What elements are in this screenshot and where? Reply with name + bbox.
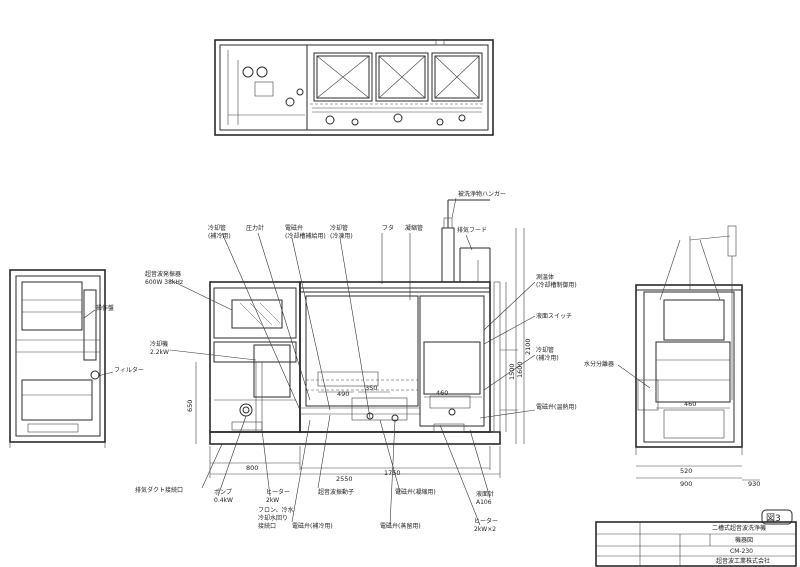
label-cooling-pipe-right-sub: (補冷用) — [536, 354, 559, 362]
label-pipe-note-2: 冷却水回り — [258, 514, 288, 522]
sheet-mark-text: 図3 — [766, 513, 781, 524]
dim-900: 900 — [680, 480, 692, 488]
label-solenoid-valve-bottom-2: 電磁弁(凝縮用) — [395, 488, 436, 496]
label-heater-right: ヒーター — [474, 517, 498, 525]
callout-labels: 冷却管 (補冷用) 圧力計 電磁弁 (冷却槽補給用) 冷却管 (冷凍用) フタ … — [96, 190, 614, 533]
dim-800: 800 — [246, 464, 258, 472]
label-solenoid-valve-bottom-1: 電磁弁(補冷用) — [292, 522, 333, 530]
dim-520: 520 — [680, 467, 692, 475]
label-filter: フィルター — [114, 366, 144, 374]
dim-930: 930 — [748, 480, 760, 488]
label-cooling-pipe-2-sub: (冷凍用) — [330, 232, 353, 240]
dim-1750: 1750 — [384, 469, 401, 477]
leader-lines — [83, 197, 651, 526]
title-line-1: 二槽式超音波洗浄機 — [712, 524, 766, 532]
label-control-panel: 操作盤 — [96, 304, 114, 312]
label-refrigerator: 冷却機 — [150, 340, 168, 348]
dim-350: 350 — [365, 384, 377, 392]
label-temperature-sensor: 測温体 — [536, 273, 554, 281]
dim-2100: 2100 — [524, 338, 532, 355]
dim-460-side: 460 — [684, 400, 696, 408]
dim-650: 650 — [186, 400, 194, 412]
label-level-gauge: 液面計 — [476, 490, 494, 498]
dim-490: 490 — [337, 390, 349, 398]
label-cooling-pipe-top: 冷却管 — [208, 224, 226, 232]
sheet-mark: 図3 — [761, 509, 793, 525]
label-exhaust-duct-port: 排気ダクト接続口 — [135, 486, 183, 494]
label-work-hanger: 被洗浄物ハンガー — [458, 190, 506, 198]
label-exhaust-hood: 排気フード — [457, 226, 487, 234]
label-condenser-pipe: 凝縮管 — [405, 224, 423, 232]
label-solenoid-valve-right: 電磁弁(温熱用) — [536, 403, 577, 411]
label-level-switch: 液面スイッチ — [536, 312, 572, 320]
label-solenoid-valve-top-sub: (冷却槽補給用) — [285, 232, 326, 240]
label-ultrasonic-generator-spec: 600W 38kHz — [145, 279, 183, 286]
label-water-separator: 水分分離器 — [584, 360, 614, 368]
right-side-view — [635, 225, 743, 455]
dim-460-front: 460 — [436, 389, 448, 397]
label-cooling-pipe-2: 冷却管 — [330, 224, 348, 232]
drawing-number: CM-230 — [730, 548, 753, 555]
label-ultrasonic-generator: 超音波発振器 — [145, 270, 181, 278]
label-refrigerator-spec: 2.2kW — [150, 349, 169, 356]
label-temperature-sensor-sub: (冷却槽制御用) — [536, 281, 577, 289]
dim-1600: 1600 — [516, 361, 524, 378]
company-name: 超音波工業株式会社 — [716, 557, 770, 565]
label-solenoid-valve-top: 電磁弁 — [285, 224, 303, 232]
plan-view — [214, 39, 494, 136]
label-pump-spec: 0.4kW — [214, 497, 233, 504]
label-heater-center: ヒーター — [266, 488, 290, 496]
label-solenoid-valve-bottom-3: 電磁弁(蒸留用) — [380, 522, 421, 530]
label-ultrasonic-transducer: 超音波振動子 — [318, 488, 354, 496]
left-side-view — [9, 269, 106, 448]
label-pump: ポンプ — [214, 488, 232, 496]
title-block: 二槽式超音波洗浄機 機器図 CM-230 超音波工業株式会社 — [595, 521, 797, 567]
label-pipe-note-3: 接続口 — [258, 522, 276, 530]
front-view — [209, 199, 518, 445]
label-lid: フタ — [382, 224, 394, 232]
label-level-gauge-spec: A106 — [476, 499, 492, 506]
label-cooling-pipe-top-sub: (補冷用) — [208, 232, 231, 240]
dimension-lines — [195, 228, 760, 481]
label-heater-right-spec: 2kW×2 — [474, 526, 496, 533]
dim-2550: 2550 — [336, 475, 353, 483]
label-pressure-gauge: 圧力計 — [246, 224, 264, 232]
label-heater-center-spec: 2kW — [266, 497, 279, 504]
label-cooling-pipe-right: 冷却管 — [536, 346, 554, 354]
dim-1500: 1500 — [508, 363, 516, 380]
label-pipe-note-1: フロン、冷水 — [258, 506, 294, 514]
title-line-2: 機器図 — [735, 536, 753, 544]
dimension-values: 800 2550 1750 490 350 460 460 520 900 93… — [186, 338, 760, 488]
